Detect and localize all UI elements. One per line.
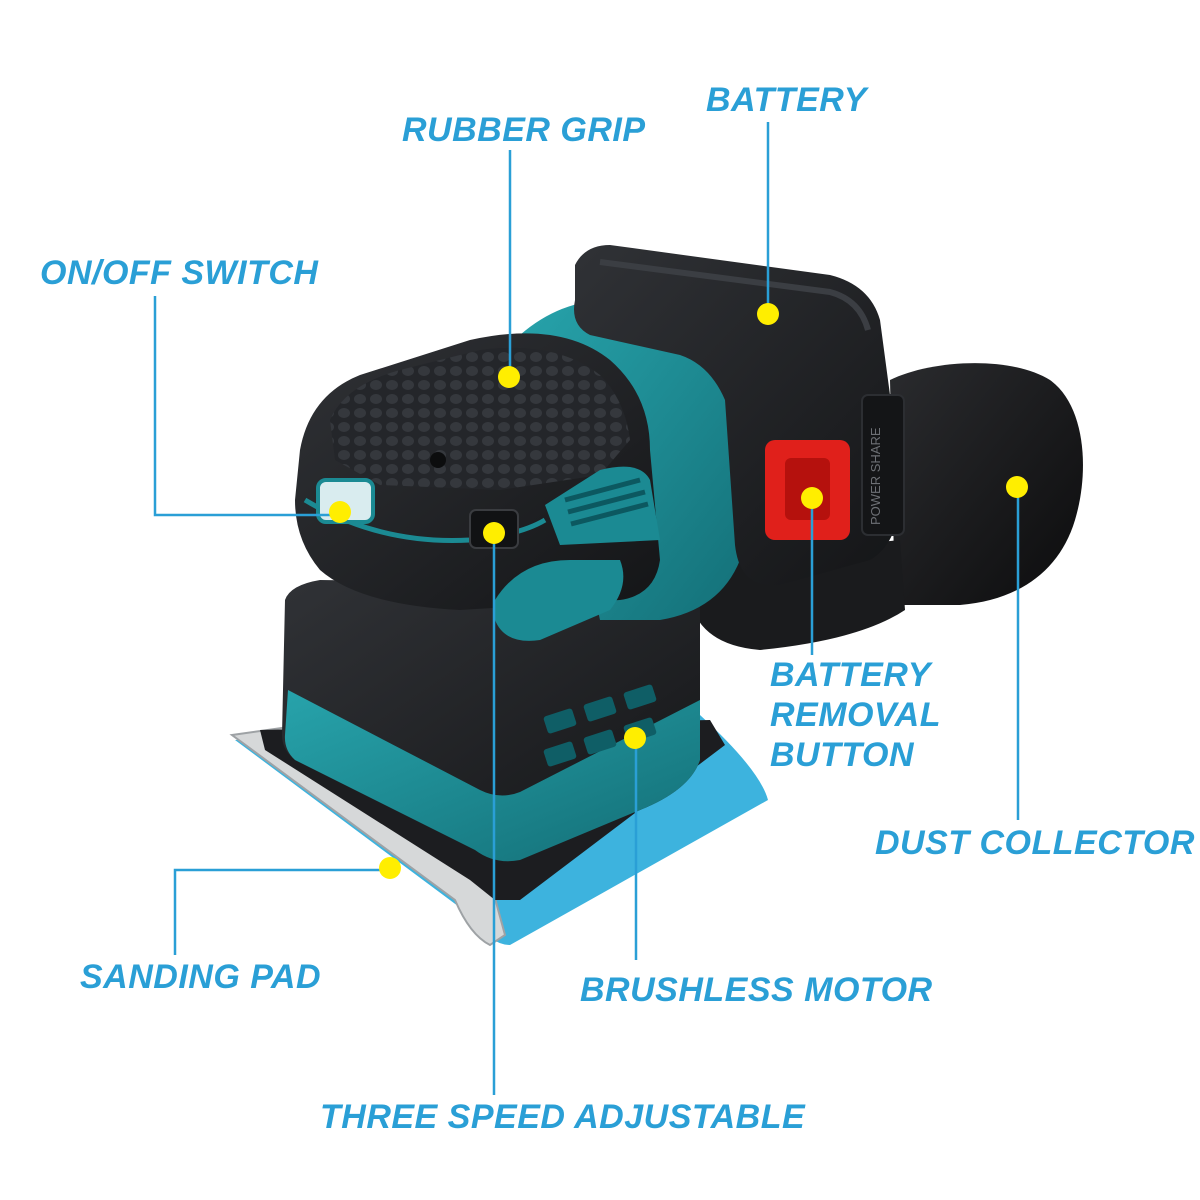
marker-battery	[757, 303, 779, 325]
marker-brushless-motor	[624, 727, 646, 749]
marker-battery-removal	[801, 487, 823, 509]
label-brushless-motor: BRUSHLESS MOTOR	[580, 971, 933, 1009]
label-on-off-switch: ON/OFF SWITCH	[40, 254, 319, 292]
rubber-grip-texture	[330, 347, 630, 490]
label-sanding-pad: SANDING PAD	[80, 958, 321, 996]
side-accent	[495, 560, 624, 641]
marker-three-speed	[483, 522, 505, 544]
label-dust-collector: DUST COLLECTOR	[875, 824, 1195, 862]
battery-top-ribs	[599, 259, 871, 331]
battery-side-plate	[861, 394, 905, 536]
leader-sanding-pad	[173, 868, 390, 955]
grip-hole	[430, 452, 446, 468]
leader-on-off	[153, 296, 340, 517]
label-rubber-grip: RUBBER GRIP	[402, 111, 646, 149]
battery-side-text: POWER SHARE	[868, 427, 883, 525]
marker-rubber-grip	[498, 366, 520, 388]
front-vent-slots	[564, 477, 649, 527]
label-battery-removal-button: BATTERY REMOVAL BUTTON	[770, 656, 941, 774]
label-battery: BATTERY	[706, 81, 867, 119]
markers	[329, 303, 1028, 879]
label-three-speed-adjustable: THREE SPEED ADJUSTABLE	[320, 1098, 806, 1136]
leader-lines	[153, 122, 1020, 1095]
marker-dust-collector	[1006, 476, 1028, 498]
marker-on-off	[329, 501, 351, 523]
teal-skirt	[284, 690, 700, 862]
dust-collector-bag	[890, 363, 1083, 605]
marker-sanding-pad	[379, 857, 401, 879]
